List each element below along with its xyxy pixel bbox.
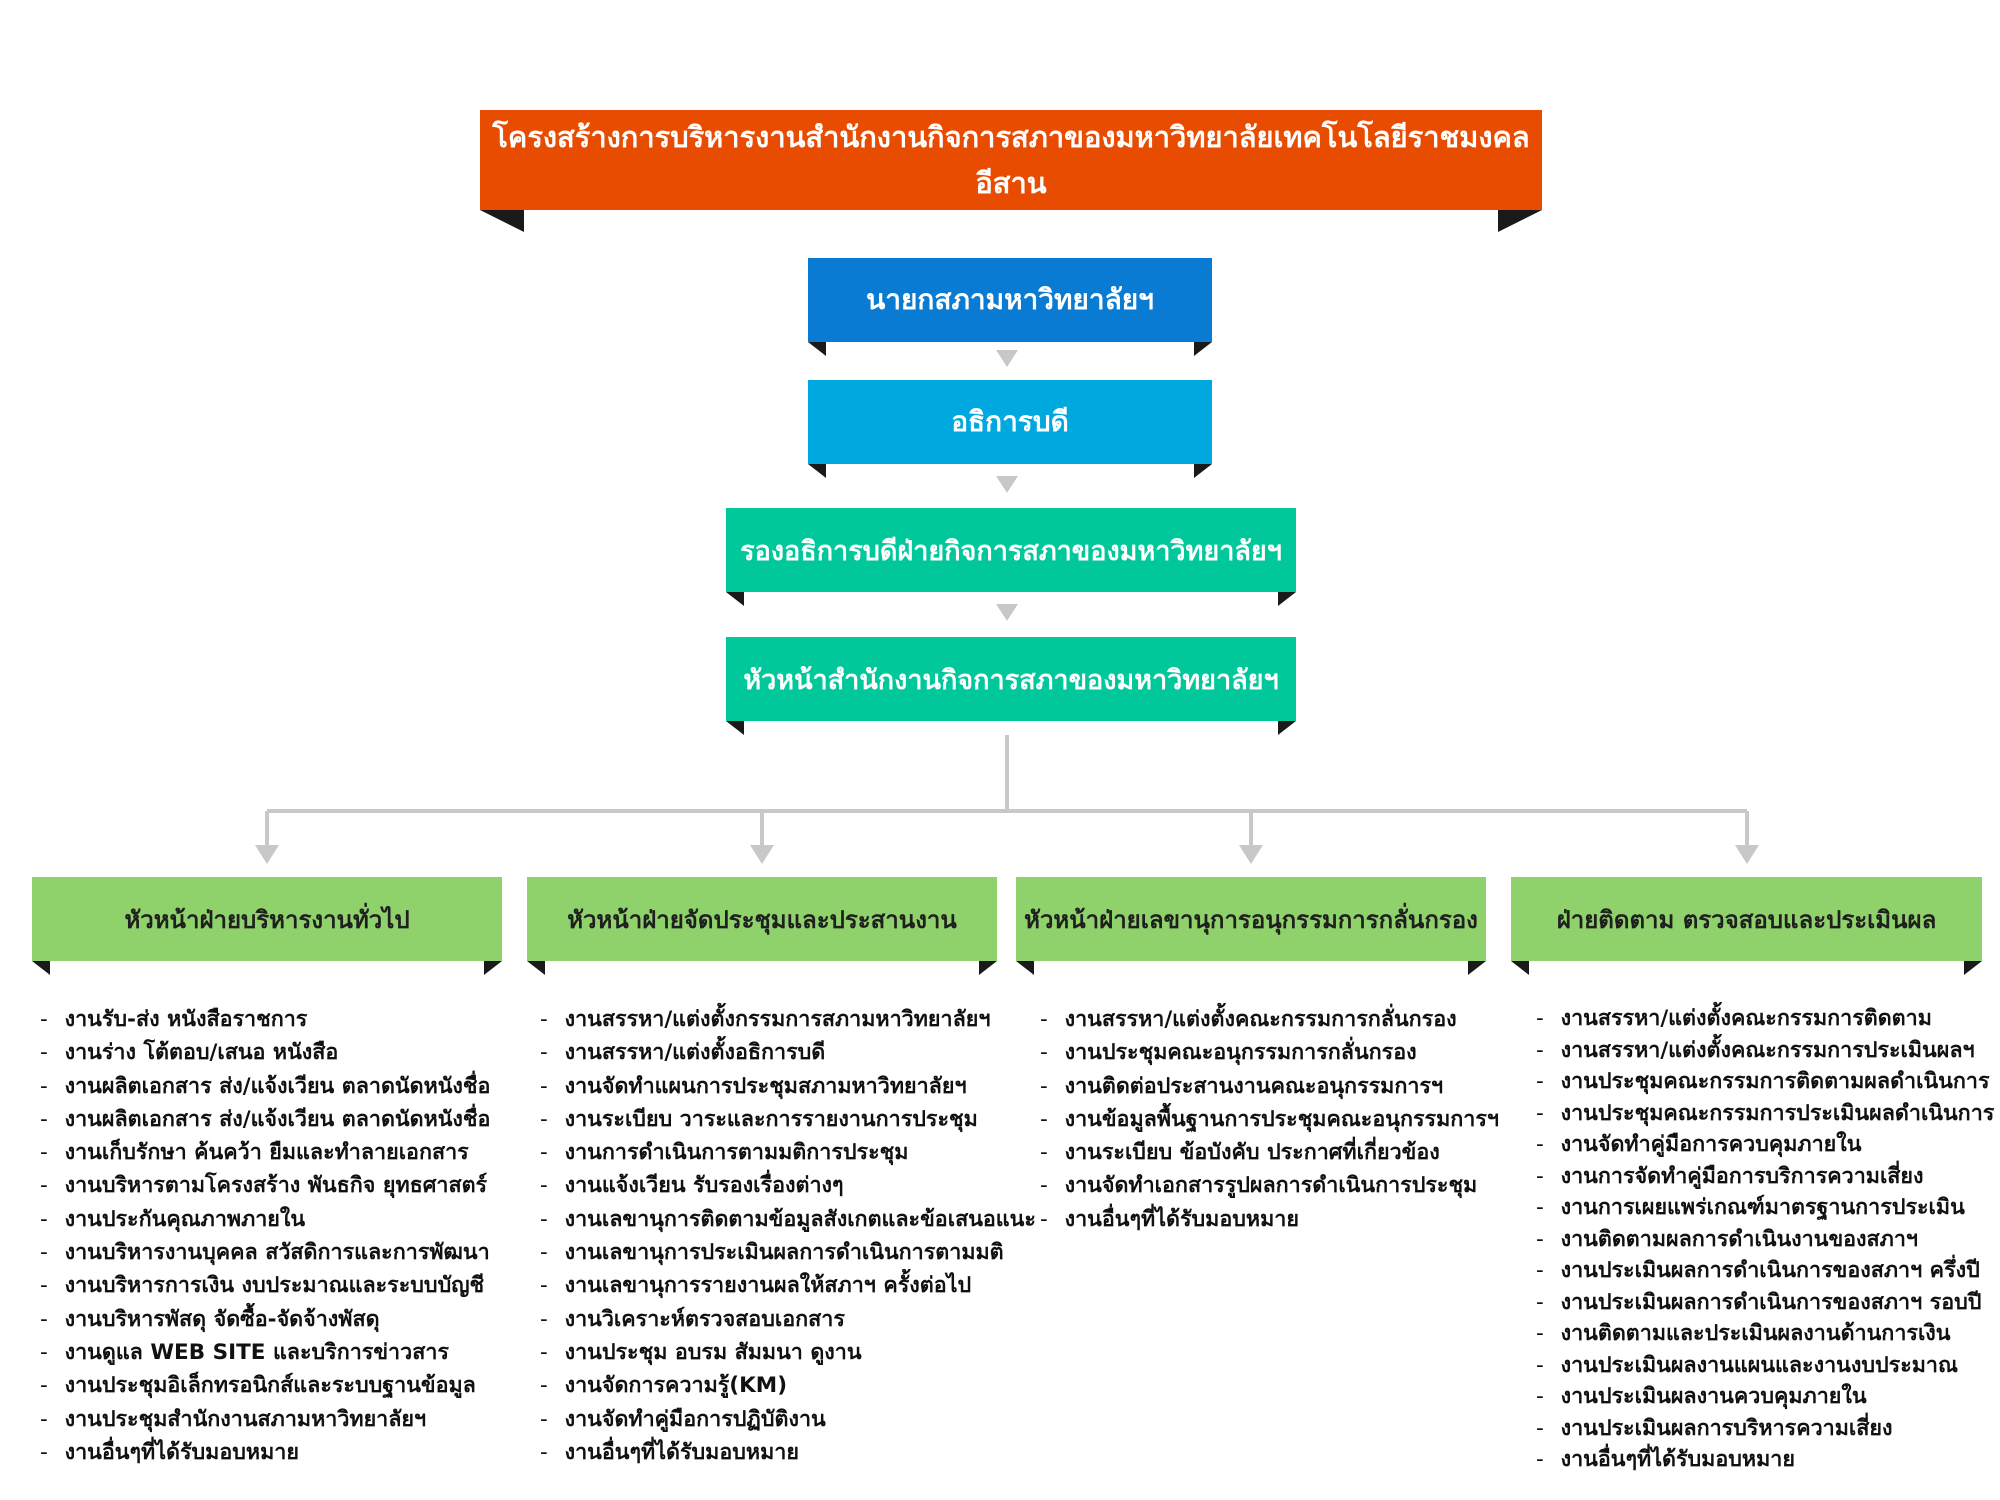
task-item: งานข้อมูลพื้นฐานการประชุมคณะอนุกรรมการฯ xyxy=(1040,1103,1499,1136)
department-label: หัวหน้าฝ่ายบริหารงานทั่วไป xyxy=(124,905,410,934)
task-item: งานผลิตเอกสาร ส่ง/แจ้งเวียน ตลาดนัดหนังช… xyxy=(40,1103,491,1136)
box-fold-left xyxy=(1016,961,1034,975)
task-list-screening-secretary: งานสรรหา/แต่งตั้งคณะกรรมการกลั่นกรองงานป… xyxy=(1040,1003,1499,1236)
banner-fold-right xyxy=(1498,210,1542,232)
task-item: งานประเมินผลงานควบคุมภายใน xyxy=(1536,1381,1994,1413)
task-item: งานจัดทำเอกสารรูปผลการดำเนินการประชุม xyxy=(1040,1169,1499,1202)
task-item: งานเก็บรักษา ค้นคว้า ยืมและทำลายเอกสาร xyxy=(40,1136,490,1169)
box-fold-left xyxy=(726,592,744,606)
box-fold-left xyxy=(726,721,744,735)
task-item: งานประเมินผลการดำเนินการของสภาฯ รอบปี xyxy=(1536,1287,1994,1319)
box-fold-right xyxy=(1194,342,1212,356)
task-item: งานประเมินผลงานแผนและงานงบประมาณ xyxy=(1536,1350,1994,1382)
vice-rector-label: รองอธิการบดีฝ่ายกิจการสภาของมหาวิทยาลัยฯ xyxy=(740,535,1282,567)
task-item: งานประชุมคณะกรรมการประเมินผลดำเนินการ xyxy=(1536,1098,1995,1130)
task-item: งานบริหารพัสดุ จัดซื้อ-จัดจ้างพัสดุ xyxy=(40,1303,490,1336)
task-item: งานอื่นๆที่ได้รับมอบหมาย xyxy=(1040,1203,1499,1236)
box-fold-right xyxy=(1964,961,1982,975)
department-label: หัวหน้าฝ่ายจัดประชุมและประสานงาน xyxy=(567,905,957,934)
task-item: งานประชุมอิเล็กทรอนิกส์และระบบฐานข้อมูล xyxy=(40,1369,490,1402)
arrow-down-icon xyxy=(255,845,279,864)
task-item: งานผลิตเอกสาร ส่ง/แจ้งเวียน ตลาดนัดหนังช… xyxy=(40,1070,491,1103)
box-fold-left xyxy=(32,961,50,975)
task-item: งานจัดทำคู่มือการปฏิบัติงาน xyxy=(540,1403,1036,1436)
box-fold-left xyxy=(808,464,826,478)
banner-fold-left xyxy=(480,210,524,232)
arrow-down-icon xyxy=(1239,845,1263,864)
arrow-down-icon xyxy=(996,476,1018,493)
arrow-down-icon xyxy=(1735,845,1759,864)
office-head-label: หัวหน้าสำนักงานกิจการสภาของมหาวิทยาลัยฯ xyxy=(743,664,1279,696)
task-item: งานระเบียบ ข้อบังคับ ประกาศที่เกี่ยวข้อง xyxy=(1040,1136,1499,1169)
task-item: งานเลขานุการประเมินผลการดำเนินการตามมติ xyxy=(540,1236,1036,1269)
task-item: งานสรรหา/แต่งตั้งอธิการบดี xyxy=(540,1036,1036,1069)
president-label: นายกสภามหาวิทยาลัยฯ xyxy=(866,283,1154,316)
task-item: งานจัดทำแผนการประชุมสภามหาวิทยาลัยฯ xyxy=(540,1070,1036,1103)
task-item: งานประกันคุณภาพภายใน xyxy=(40,1203,490,1236)
task-item: งานติดต่อประสานงานคณะอนุกรรมการฯ xyxy=(1040,1070,1499,1103)
task-item: งานบริหารการเงิน งบประมาณและระบบบัญชี xyxy=(40,1269,490,1302)
task-item: งานสรรหา/แต่งตั้งคณะกรรมการติดตาม xyxy=(1536,1003,1994,1035)
task-item: งานประชุมคณะอนุกรรมการกลั่นกรอง xyxy=(1040,1036,1499,1069)
task-item: งานวิเคราะห์ตรวจสอบเอกสาร xyxy=(540,1303,1036,1336)
chart-title: โครงสร้างการบริหารงานสำนักงานกิจการสภาขอ… xyxy=(492,120,1530,200)
box-fold-right xyxy=(979,961,997,975)
box-fold-right xyxy=(1194,464,1212,478)
arrow-down-icon xyxy=(750,845,774,864)
department-label: ฝ่ายติดตาม ตรวจสอบและประเมินผล xyxy=(1556,905,1937,934)
task-item: งานรับ-ส่ง หนังสือราชการ xyxy=(40,1003,490,1036)
rector-label: อธิการบดี xyxy=(951,405,1069,438)
task-item: งานติดตามผลการดำเนินงานของสภาฯ xyxy=(1536,1224,1994,1256)
task-item: งานสรรหา/แต่งตั้งคณะกรรมการประเมินผลฯ xyxy=(1536,1035,1994,1067)
task-list-meetings: งานสรรหา/แต่งตั้งกรรมการสภามหาวิทยาลัยฯง… xyxy=(540,1003,1036,1469)
task-item: งานจัดการความรู้(KM) xyxy=(540,1369,1036,1402)
task-list-monitoring: งานสรรหา/แต่งตั้งคณะกรรมการติดตามงานสรรห… xyxy=(1536,1003,1995,1476)
task-item: งานอื่นๆที่ได้รับมอบหมาย xyxy=(40,1436,490,1469)
task-item: งานดูแล WEB SITE และบริการข่าวสาร xyxy=(40,1336,490,1369)
task-item: งานสรรหา/แต่งตั้งกรรมการสภามหาวิทยาลัยฯ xyxy=(540,1003,1036,1036)
task-item: งานประเมินผลการดำเนินการของสภาฯ ครึ่งปี xyxy=(1536,1255,1994,1287)
task-item: งานประชุมสำนักงานสภามหาวิทยาลัยฯ xyxy=(40,1403,490,1436)
vice-rector-box: รองอธิการบดีฝ่ายกิจการสภาของมหาวิทยาลัยฯ xyxy=(726,508,1296,592)
task-item: งานบริหารงานบุคคล สวัสดิการและการพัฒนา xyxy=(40,1236,490,1269)
task-list-general-admin: งานรับ-ส่ง หนังสือราชการงานร่าง โต้ตอบ/เ… xyxy=(40,1003,491,1469)
rector-box: อธิการบดี xyxy=(808,380,1212,464)
task-item: งานเลขานุการติดตามข้อมูลสังเกตและข้อเสนอ… xyxy=(540,1203,1036,1236)
arrow-down-icon xyxy=(996,604,1018,621)
box-fold-left xyxy=(1511,961,1529,975)
task-item: งานประชุมคณะกรรมการติดตามผลดำเนินการ xyxy=(1536,1066,1994,1098)
task-item: งานการดำเนินการตามมติการประชุม xyxy=(540,1136,1036,1169)
chart-title-banner: โครงสร้างการบริหารงานสำนักงานกิจการสภาขอ… xyxy=(480,110,1542,210)
department-box-monitoring: ฝ่ายติดตาม ตรวจสอบและประเมินผล xyxy=(1511,877,1982,961)
box-fold-right xyxy=(1278,721,1296,735)
task-item: งานสรรหา/แต่งตั้งคณะกรรมการกลั่นกรอง xyxy=(1040,1003,1499,1036)
box-fold-right xyxy=(1278,592,1296,606)
task-item: งานร่าง โต้ตอบ/เสนอ หนังสือ xyxy=(40,1036,490,1069)
arrow-down-icon xyxy=(996,350,1018,367)
task-item: งานอื่นๆที่ได้รับมอบหมาย xyxy=(540,1436,1036,1469)
task-item: งานแจ้งเวียน รับรองเรื่องต่างๆ xyxy=(540,1169,1036,1202)
task-item: งานระเบียบ วาระและการรายงานการประชุม xyxy=(540,1103,1036,1136)
box-fold-left xyxy=(527,961,545,975)
box-fold-right xyxy=(484,961,502,975)
president-box: นายกสภามหาวิทยาลัยฯ xyxy=(808,258,1212,342)
office-head-box: หัวหน้าสำนักงานกิจการสภาของมหาวิทยาลัยฯ xyxy=(726,637,1296,721)
task-item: งานเลขานุการรายงานผลให้สภาฯ ครั้งต่อไป xyxy=(540,1269,1036,1302)
task-item: งานบริหารตามโครงสร้าง พันธกิจ ยุทธศาสตร์ xyxy=(40,1169,490,1202)
department-label: หัวหน้าฝ่ายเลขานุการอนุกรรมการกลั่นกรอง xyxy=(1024,905,1478,934)
task-item: งานจัดทำคู่มือการควบคุมภายใน xyxy=(1536,1129,1994,1161)
task-item: งานประชุม อบรม สัมมนา ดูงาน xyxy=(540,1336,1036,1369)
task-item: งานติดตามและประเมินผลงานด้านการเงิน xyxy=(1536,1318,1994,1350)
task-item: งานการจัดทำคู่มือการบริการความเสี่ยง xyxy=(1536,1161,1994,1193)
box-fold-left xyxy=(808,342,826,356)
box-fold-right xyxy=(1468,961,1486,975)
task-item: งานอื่นๆที่ได้รับมอบหมาย xyxy=(1536,1444,1994,1476)
task-item: งานการเผยแพร่เกณฑ์มาตรฐานการประเมิน xyxy=(1536,1192,1994,1224)
task-item: งานประเมินผลการบริหารความเสี่ยง xyxy=(1536,1413,1994,1445)
department-box-screening-secretary: หัวหน้าฝ่ายเลขานุการอนุกรรมการกลั่นกรอง xyxy=(1016,877,1486,961)
department-box-meetings: หัวหน้าฝ่ายจัดประชุมและประสานงาน xyxy=(527,877,997,961)
department-box-general-admin: หัวหน้าฝ่ายบริหารงานทั่วไป xyxy=(32,877,502,961)
